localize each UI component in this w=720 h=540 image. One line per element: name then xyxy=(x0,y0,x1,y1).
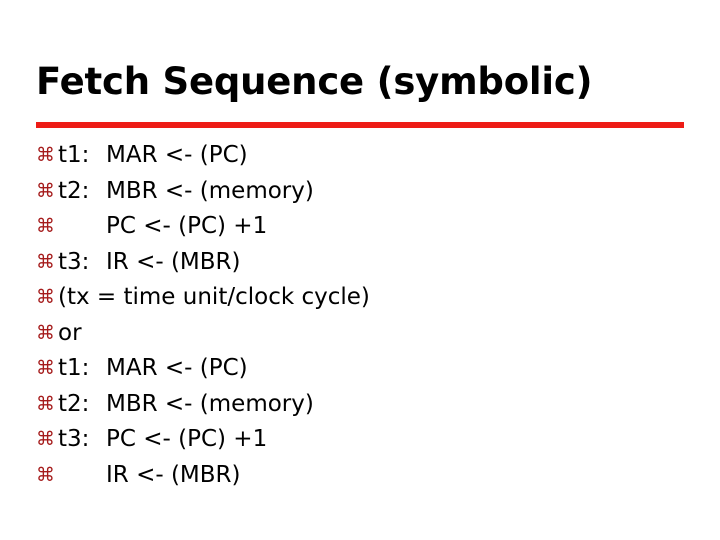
place-of-interest-bullet-icon: ⌘ xyxy=(36,357,55,379)
place-of-interest-bullet-icon: ⌘ xyxy=(36,428,55,450)
place-of-interest-bullet-icon: ⌘ xyxy=(36,321,55,344)
list-item: ⌘t1: MAR <- (PC) xyxy=(36,140,696,176)
transfer-expression: MAR <- (PC) xyxy=(106,355,248,381)
list-item: ⌘(tx = time unit/clock cycle) xyxy=(36,282,696,318)
transfer-expression: IR <- (MBR) xyxy=(106,461,241,488)
place-of-interest-bullet-icon: ⌘ xyxy=(36,463,55,486)
transfer-expression: MBR <- (memory) xyxy=(106,177,314,204)
bullet-list: ⌘t1:MAR <- (PC)⌘t2:MBR <- (memory)⌘PC <-… xyxy=(36,140,696,495)
list-item: ⌘ PC <- (PC) +1 xyxy=(36,211,696,247)
time-step-label: t2: xyxy=(58,390,90,417)
place-of-interest-bullet-icon: ⌘ xyxy=(36,286,55,308)
time-step-label: t3: xyxy=(58,426,90,452)
list-item: ⌘t2: MBR <- (memory) xyxy=(36,176,696,212)
list-item-text: IR <- (MBR) xyxy=(58,460,241,490)
list-item-text: t3: PC <- (PC) +1 xyxy=(58,424,267,454)
time-step-label: t1: xyxy=(58,142,90,168)
place-of-interest-bullet-icon: ⌘ xyxy=(36,144,55,166)
list-item: ⌘t1: MAR <- (PC) xyxy=(36,353,696,389)
list-item: ⌘or xyxy=(36,318,696,354)
list-item-text: or xyxy=(58,318,82,348)
transfer-expression: PC <- (PC) +1 xyxy=(106,426,268,452)
time-step-label: t2: xyxy=(58,177,90,204)
transfer-expression: (tx = time unit/clock cycle) xyxy=(58,284,370,310)
list-item-text: t2: MBR <- (memory) xyxy=(58,389,314,419)
list-item-text: t1: MAR <- (PC) xyxy=(58,353,248,383)
time-step-label: t3: xyxy=(58,248,90,275)
place-of-interest-bullet-icon: ⌘ xyxy=(36,215,55,237)
place-of-interest-bullet-icon: ⌘ xyxy=(36,179,55,202)
transfer-expression: IR <- (MBR) xyxy=(106,248,241,275)
list-item-text: PC <- (PC) +1 xyxy=(58,211,267,241)
title-divider-rule xyxy=(36,122,684,128)
page-title: Fetch Sequence (symbolic) xyxy=(36,60,593,103)
transfer-expression: or xyxy=(58,319,82,346)
transfer-expression: MAR <- (PC) xyxy=(106,142,248,168)
place-of-interest-bullet-icon: ⌘ xyxy=(36,392,55,415)
list-item: ⌘ IR <- (MBR) xyxy=(36,460,696,496)
list-item-text: (tx = time unit/clock cycle) xyxy=(58,282,370,312)
list-item: ⌘t3: PC <- (PC) +1 xyxy=(36,424,696,460)
list-item-text: t1: MAR <- (PC) xyxy=(58,140,248,170)
list-item: ⌘t3: IR <- (MBR) xyxy=(36,247,696,283)
transfer-expression: MBR <- (memory) xyxy=(106,390,314,417)
transfer-expression: PC <- (PC) +1 xyxy=(106,213,268,239)
list-item-text: t3: IR <- (MBR) xyxy=(58,247,241,277)
place-of-interest-bullet-icon: ⌘ xyxy=(36,250,55,273)
list-item-text: t2: MBR <- (memory) xyxy=(58,176,314,206)
list-item: ⌘t2: MBR <- (memory) xyxy=(36,389,696,425)
time-step-label: t1: xyxy=(58,355,90,381)
